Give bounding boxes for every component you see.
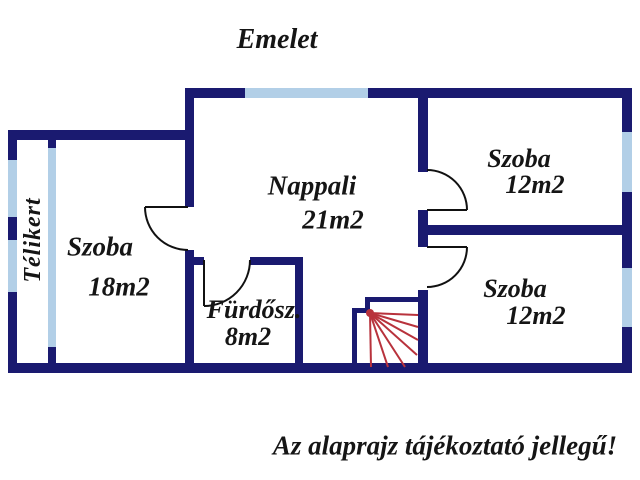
window-telikert-glass-wall bbox=[48, 148, 56, 347]
window-right-upper bbox=[622, 132, 632, 192]
door-arc-szoba-top-right bbox=[426, 169, 468, 211]
window-left-upper bbox=[8, 160, 17, 217]
room-label-nappali: Nappali bbox=[267, 170, 357, 201]
wall-bottom bbox=[8, 363, 632, 373]
disclaimer-text: Az alaprajz tájékoztató jellegű! bbox=[272, 430, 618, 461]
windows bbox=[8, 88, 632, 347]
door-arc-szoba-bottom-right bbox=[426, 246, 468, 288]
wall-spine-lower bbox=[185, 250, 194, 363]
stair-hub bbox=[366, 309, 374, 317]
room-label-telikert: Télikert bbox=[20, 197, 46, 283]
stair-tread bbox=[369, 312, 419, 328]
room-area-nappali: 21m2 bbox=[302, 204, 364, 235]
wall-bathroom-right bbox=[295, 257, 303, 363]
doors bbox=[144, 169, 468, 307]
wall-right-spine-upper bbox=[418, 98, 428, 172]
door-arc-bathroom bbox=[203, 259, 251, 307]
window-top bbox=[245, 88, 368, 98]
window-left-lower bbox=[8, 240, 17, 292]
stair-tread bbox=[369, 312, 419, 341]
room-area-szoba-bottom-right: 12m2 bbox=[506, 301, 566, 330]
wall-top-main bbox=[187, 88, 632, 98]
room-label-szoba-top-right: Szoba bbox=[487, 144, 551, 173]
room-label-szoba-left: Szoba bbox=[66, 231, 134, 262]
wall-bathroom-top-left bbox=[193, 257, 204, 265]
door-arc-szoba-left bbox=[144, 206, 189, 251]
stair-tread bbox=[369, 312, 418, 356]
wall-bathroom-top-right bbox=[250, 257, 303, 265]
room-label-szoba-bottom-right: Szoba bbox=[483, 274, 547, 303]
stair-tread bbox=[369, 312, 419, 316]
wall-stairs-step-h bbox=[352, 308, 370, 313]
wall-stairs-left bbox=[352, 308, 357, 363]
wall-spine-upper bbox=[185, 88, 194, 207]
room-label-furdoszoba: Fürdősz. bbox=[206, 295, 302, 324]
staircase bbox=[366, 309, 419, 368]
stair-tread bbox=[369, 312, 389, 368]
room-area-szoba-left: 18m2 bbox=[88, 271, 150, 302]
wall-top-left-section bbox=[8, 130, 192, 140]
wall-stairs-step-v bbox=[365, 297, 370, 313]
window-right-lower bbox=[622, 268, 632, 327]
stair-tread bbox=[369, 312, 372, 368]
wall-stairs-top bbox=[365, 297, 418, 302]
room-area-furdoszoba: 8m2 bbox=[224, 322, 272, 351]
wall-right-rooms-divider bbox=[423, 225, 632, 235]
wall-right-spine-lower bbox=[418, 290, 428, 363]
plan-title: Emelet bbox=[236, 24, 318, 55]
room-area-szoba-top-right: 12m2 bbox=[505, 170, 565, 199]
stair-tread bbox=[369, 312, 406, 368]
